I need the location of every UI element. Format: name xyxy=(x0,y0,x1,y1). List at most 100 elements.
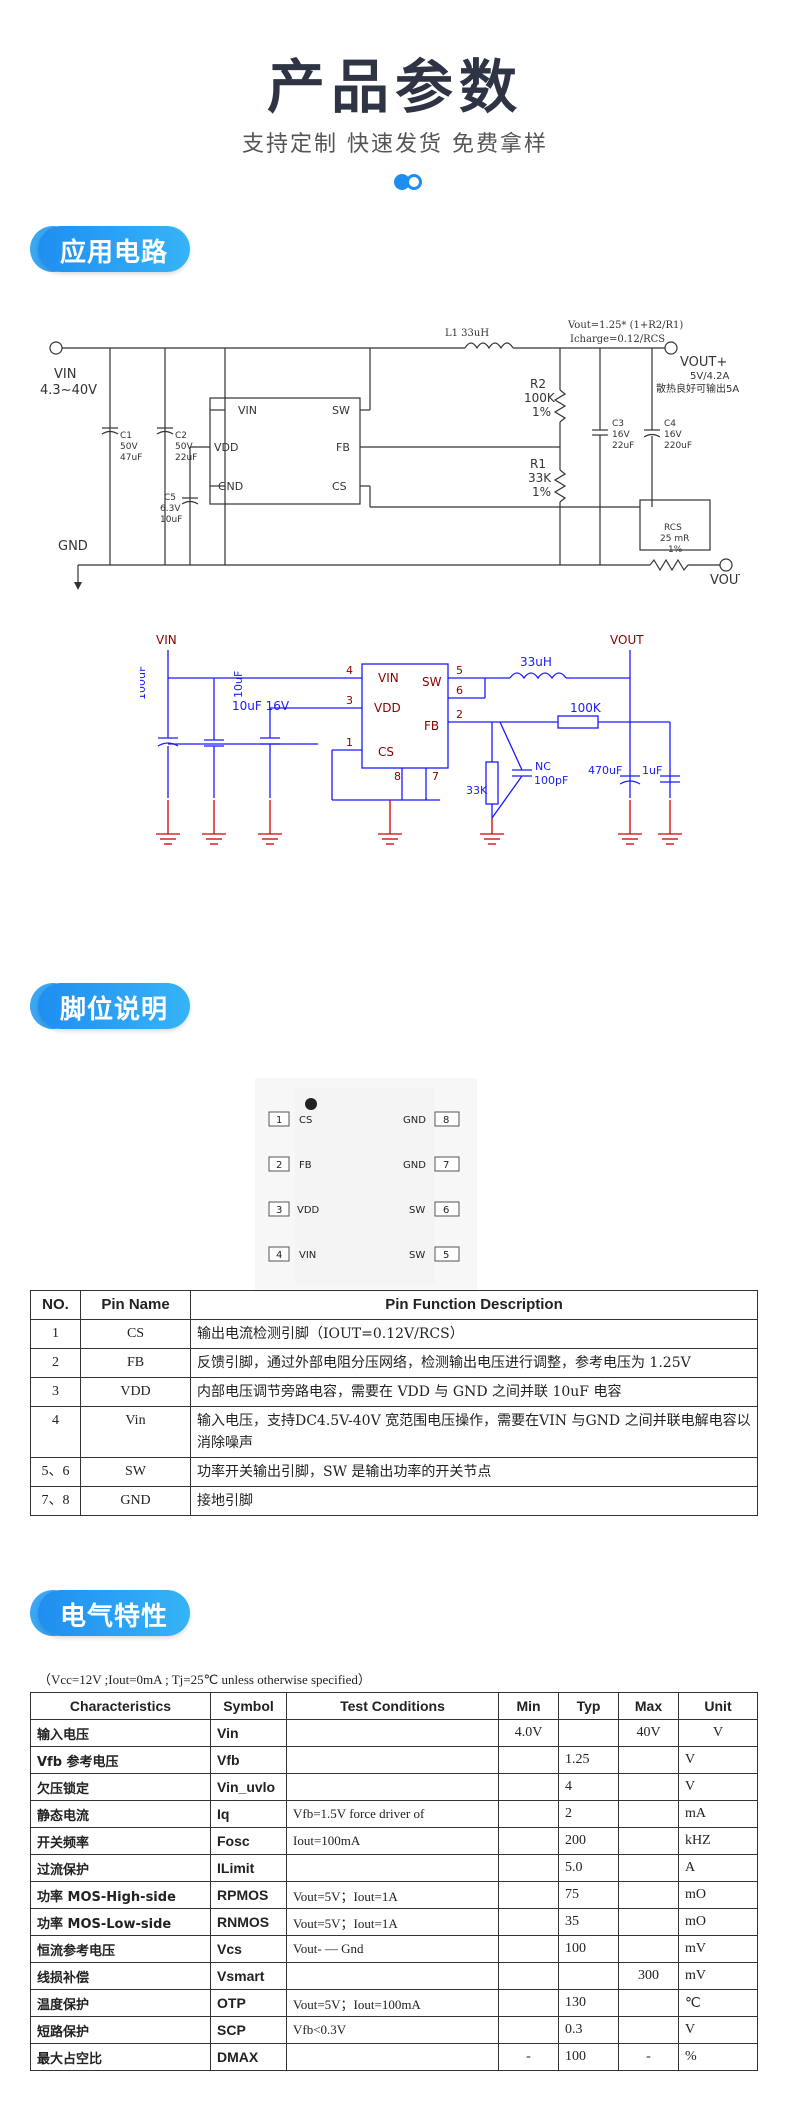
vin-range-label: 4.3~40V xyxy=(40,383,97,398)
svg-text:C5: C5 xyxy=(164,493,176,503)
svg-text:散热良好可输出5A: 散热良好可输出5A xyxy=(656,382,739,395)
svg-text:16V: 16V xyxy=(664,430,682,440)
svg-text:50V: 50V xyxy=(120,442,138,452)
svg-text:L1 33uH: L1 33uH xyxy=(445,328,489,339)
svg-text:16V: 16V xyxy=(612,430,630,440)
svg-text:10uF: 10uF xyxy=(160,515,182,525)
package-pinout-diagram: 1 2 3 4 CS FB VDD VIN 8 7 6 5 GND GND SW… xyxy=(255,1078,477,1292)
application-circuit-diagram: VIN 4.3~40V GND VIN SW VDD FB GND CS L1 … xyxy=(40,320,740,590)
svg-text:1uF: 1uF xyxy=(642,764,662,777)
svg-text:470uF: 470uF xyxy=(588,764,622,777)
svg-text:47uF: 47uF xyxy=(120,453,142,463)
svg-text:C1: C1 xyxy=(120,431,132,441)
svg-text:6.3V: 6.3V xyxy=(160,504,181,514)
svg-text:CS: CS xyxy=(332,480,347,493)
col-header: Typ xyxy=(558,1692,619,1720)
electrical-characteristics-table: Characteristics Symbol Test Conditions M… xyxy=(30,1692,758,2071)
svg-text:3: 3 xyxy=(346,694,353,707)
svg-text:1: 1 xyxy=(346,736,353,749)
svg-text:5: 5 xyxy=(456,664,463,677)
svg-text:33K: 33K xyxy=(528,471,552,485)
svg-text:Vout=1.25* (1+R2/R1): Vout=1.25* (1+R2/R1) xyxy=(567,320,683,331)
col-header: Min xyxy=(498,1692,559,1720)
svg-text:VOUT: VOUT xyxy=(610,633,644,647)
table-header-row: NO. Pin Name Pin Function Description xyxy=(30,1290,758,1320)
col-header: Pin Name xyxy=(80,1290,191,1320)
svg-text:3: 3 xyxy=(276,1205,282,1216)
svg-text:8: 8 xyxy=(394,770,401,783)
svg-text:8: 8 xyxy=(443,1115,449,1126)
svg-text:7: 7 xyxy=(432,770,439,783)
svg-text:2: 2 xyxy=(276,1160,282,1171)
svg-text:CS: CS xyxy=(299,1115,312,1126)
conditions-note: （Vcc=12V ;Iout=0mA ; Tj=25℃ unless other… xyxy=(38,1672,371,1687)
svg-text:VDD: VDD xyxy=(374,701,401,715)
svg-text:SW: SW xyxy=(332,404,350,417)
decor-dots-icon xyxy=(394,174,422,190)
col-header: Symbol xyxy=(210,1692,287,1720)
page-subtitle: 支持定制 快速发货 免费拿样 xyxy=(242,132,548,157)
col-header: NO. xyxy=(30,1290,81,1320)
svg-text:R2: R2 xyxy=(530,377,546,391)
svg-text:22uF: 22uF xyxy=(612,441,634,451)
svg-text:33uH: 33uH xyxy=(520,655,552,669)
svg-text:4: 4 xyxy=(346,664,353,677)
svg-text:FB: FB xyxy=(299,1160,312,1171)
svg-text:VIN: VIN xyxy=(299,1250,316,1261)
svg-text:22uF: 22uF xyxy=(175,453,197,463)
svg-text:VDD: VDD xyxy=(297,1205,320,1216)
svg-text:GND: GND xyxy=(403,1160,426,1171)
svg-text:VIN: VIN xyxy=(378,671,399,685)
section-heading-app-circuit: 应用电路 xyxy=(29,226,191,272)
page-title: 产品参数 xyxy=(266,53,523,121)
svg-text:100K: 100K xyxy=(570,701,602,715)
svg-text:R1: R1 xyxy=(530,457,546,471)
svg-text:5: 5 xyxy=(443,1250,449,1261)
svg-text:1%: 1% xyxy=(532,405,551,419)
svg-text:FB: FB xyxy=(336,441,350,454)
svg-text:7: 7 xyxy=(443,1160,449,1171)
vin-label: VIN xyxy=(54,367,76,382)
svg-text:VIN: VIN xyxy=(156,633,177,647)
svg-text:6: 6 xyxy=(456,684,463,697)
svg-text:1%: 1% xyxy=(532,485,551,499)
schematic-diagram: VIN VOUT VIN SW VDD FB CS 33uH 100K 33K … xyxy=(140,633,682,845)
gnd-label: GND xyxy=(58,539,88,554)
section-heading-electrical: 电气特性 xyxy=(29,1590,191,1636)
svg-text:CS: CS xyxy=(378,745,394,759)
svg-text:100K: 100K xyxy=(524,391,556,405)
svg-text:6: 6 xyxy=(443,1205,449,1216)
svg-text:NC: NC xyxy=(535,760,551,773)
svg-text:5V/4.2A: 5V/4.2A xyxy=(690,371,729,382)
col-header: Characteristics xyxy=(30,1692,211,1720)
svg-text:GND: GND xyxy=(403,1115,426,1126)
svg-text:1%: 1% xyxy=(668,545,683,555)
svg-text:C3: C3 xyxy=(612,419,624,429)
svg-text:SW: SW xyxy=(422,675,442,689)
svg-text:C2: C2 xyxy=(175,431,187,441)
svg-text:10uF 16V: 10uF 16V xyxy=(232,699,290,713)
svg-text:Icharge=0.12/RCS: Icharge=0.12/RCS xyxy=(570,334,665,345)
svg-text:VOUT-: VOUT- xyxy=(710,573,740,588)
col-header: Max xyxy=(618,1692,679,1720)
svg-text:VOUT+: VOUT+ xyxy=(680,355,727,370)
svg-text:4: 4 xyxy=(276,1250,282,1261)
